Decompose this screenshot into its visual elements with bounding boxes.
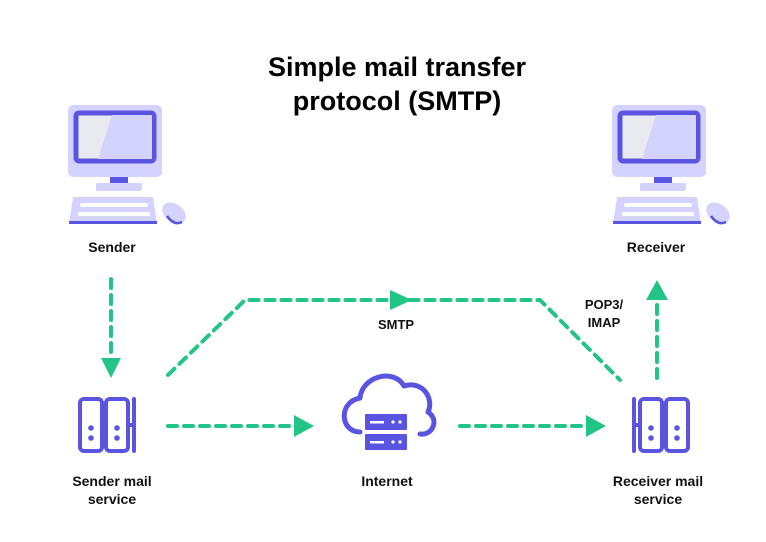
sender-mail-line2: service xyxy=(87,491,137,507)
arrowhead-down xyxy=(101,358,121,378)
pop3-text: POP3/ xyxy=(584,297,624,312)
receiver-computer-icon xyxy=(612,105,734,228)
sender-label: Sender xyxy=(88,239,136,255)
arrowhead-up xyxy=(646,280,668,300)
internet-label: Internet xyxy=(361,473,413,489)
receiver-mail-line1: Receiver mail xyxy=(612,473,704,489)
sender-mail-service-label: Sender mail service xyxy=(52,472,172,508)
arrowhead-to-internet xyxy=(294,415,314,437)
title-line-2: protocol (SMTP) xyxy=(292,86,502,116)
receiver-label: Receiver xyxy=(626,239,686,255)
arrowhead-smtp xyxy=(390,290,412,310)
imap-text: IMAP xyxy=(587,315,621,330)
title-line-1: Simple mail transfer xyxy=(267,52,527,82)
pop3-imap-label: POP3/ IMAP xyxy=(574,296,634,332)
receiver-mail-line2: service xyxy=(633,491,683,507)
diagram-title: Simple mail transfer protocol (SMTP) xyxy=(0,50,766,118)
sender-mail-server-icon xyxy=(78,397,136,453)
arrow-smtp-path xyxy=(166,298,622,382)
internet-cloud-icon xyxy=(341,373,437,450)
receiver-mail-server-icon xyxy=(632,397,690,453)
sender-computer-icon xyxy=(68,105,190,228)
sender-mail-line1: Sender mail xyxy=(72,473,152,489)
receiver-mail-service-label: Receiver mail service xyxy=(592,472,724,508)
arrowhead-to-receiver-mail xyxy=(586,415,606,437)
smtp-label: SMTP xyxy=(377,317,415,332)
